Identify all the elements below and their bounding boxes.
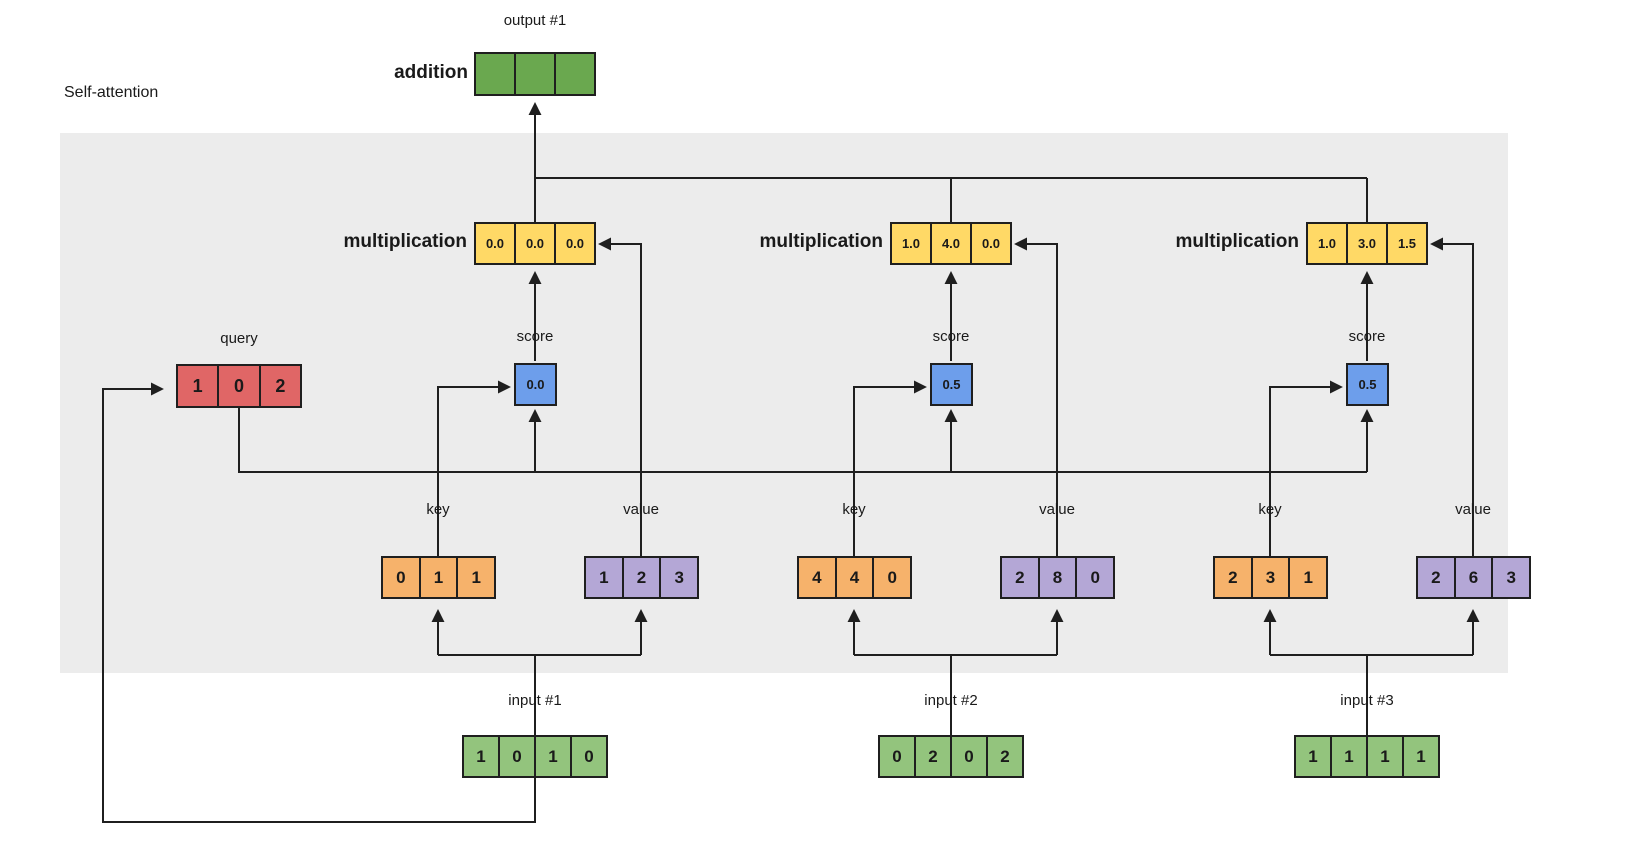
value-label: value xyxy=(1455,501,1491,518)
vector-cell: 0 xyxy=(217,366,259,406)
score-label: score xyxy=(932,328,970,345)
addition-vector xyxy=(474,52,596,96)
vector-cell: 1 xyxy=(456,558,495,597)
multiplication-label: multiplication xyxy=(343,231,468,252)
score-label: score xyxy=(516,328,554,345)
key-label: key xyxy=(842,501,866,518)
vector-cell: 4 xyxy=(799,558,835,597)
value-label: value xyxy=(623,501,659,518)
vector-cell: 3 xyxy=(659,558,698,597)
vector-cell xyxy=(476,54,514,94)
vector-cell: 0.0 xyxy=(476,224,514,263)
vector-cell: 6 xyxy=(1453,558,1492,597)
vector-cell: 1 xyxy=(178,366,218,406)
vector-cell: 2 xyxy=(1215,558,1251,597)
vector-cell: 2 xyxy=(258,366,300,406)
vector-cell: 4.0 xyxy=(930,224,970,263)
score-box: 0.5 xyxy=(1346,363,1389,406)
multiplication-label: multiplication xyxy=(759,231,884,252)
vector-cell: 0 xyxy=(880,737,914,776)
key-label: key xyxy=(1258,501,1282,518)
vector-cell: 2 xyxy=(1418,558,1454,597)
vector-cell xyxy=(514,54,554,94)
vector-cell: 0.0 xyxy=(514,224,554,263)
vector-cell: 1 xyxy=(464,737,498,776)
vector-cell: 2 xyxy=(621,558,660,597)
vector-cell: 0 xyxy=(498,737,534,776)
vector-cell: 1 xyxy=(418,558,457,597)
key-label: key xyxy=(426,501,450,518)
vector-cell: 1 xyxy=(586,558,622,597)
vector-cell: 1.0 xyxy=(892,224,930,263)
diagram-title: Self-attention xyxy=(64,84,159,101)
vector-cell: 0.0 xyxy=(554,224,594,263)
output-label: output #1 xyxy=(503,12,567,29)
vector-cell: 3 xyxy=(1491,558,1530,597)
vector-cell: 0.0 xyxy=(970,224,1010,263)
vector-cell xyxy=(554,54,594,94)
vector-cell: 2 xyxy=(986,737,1022,776)
input-label: input #3 xyxy=(1340,692,1394,709)
vector-cell: 4 xyxy=(834,558,873,597)
input-label: input #1 xyxy=(508,692,562,709)
vector-cell: 0 xyxy=(872,558,911,597)
vector-cell: 1 xyxy=(534,737,570,776)
vector-cell: 1 xyxy=(1330,737,1366,776)
score-box: 0.5 xyxy=(930,363,973,406)
vector-cell: 0 xyxy=(1075,558,1114,597)
vector-cell: 1 xyxy=(1296,737,1330,776)
vector-cell: 1.0 xyxy=(1308,224,1346,263)
vector-cell: 3.0 xyxy=(1346,224,1386,263)
vector-cell: 2 xyxy=(1002,558,1038,597)
input-label: input #2 xyxy=(924,692,978,709)
query-label: query xyxy=(220,330,258,347)
vector-cell: 2 xyxy=(914,737,950,776)
addition-label: addition xyxy=(394,62,468,83)
vector-cell: 1 xyxy=(1366,737,1402,776)
vector-cell: 0 xyxy=(950,737,986,776)
score-label: score xyxy=(1348,328,1386,345)
vector-cell: 0 xyxy=(383,558,419,597)
vector-cell: 1 xyxy=(1402,737,1438,776)
multiplication-label: multiplication xyxy=(1175,231,1300,252)
vector-cell: 1 xyxy=(1288,558,1327,597)
vector-cell: 0 xyxy=(570,737,606,776)
value-label: value xyxy=(1039,501,1075,518)
vector-cell: 1.5 xyxy=(1386,224,1426,263)
score-box: 0.0 xyxy=(514,363,557,406)
vector-cell: 3 xyxy=(1250,558,1289,597)
vector-cell: 8 xyxy=(1037,558,1076,597)
